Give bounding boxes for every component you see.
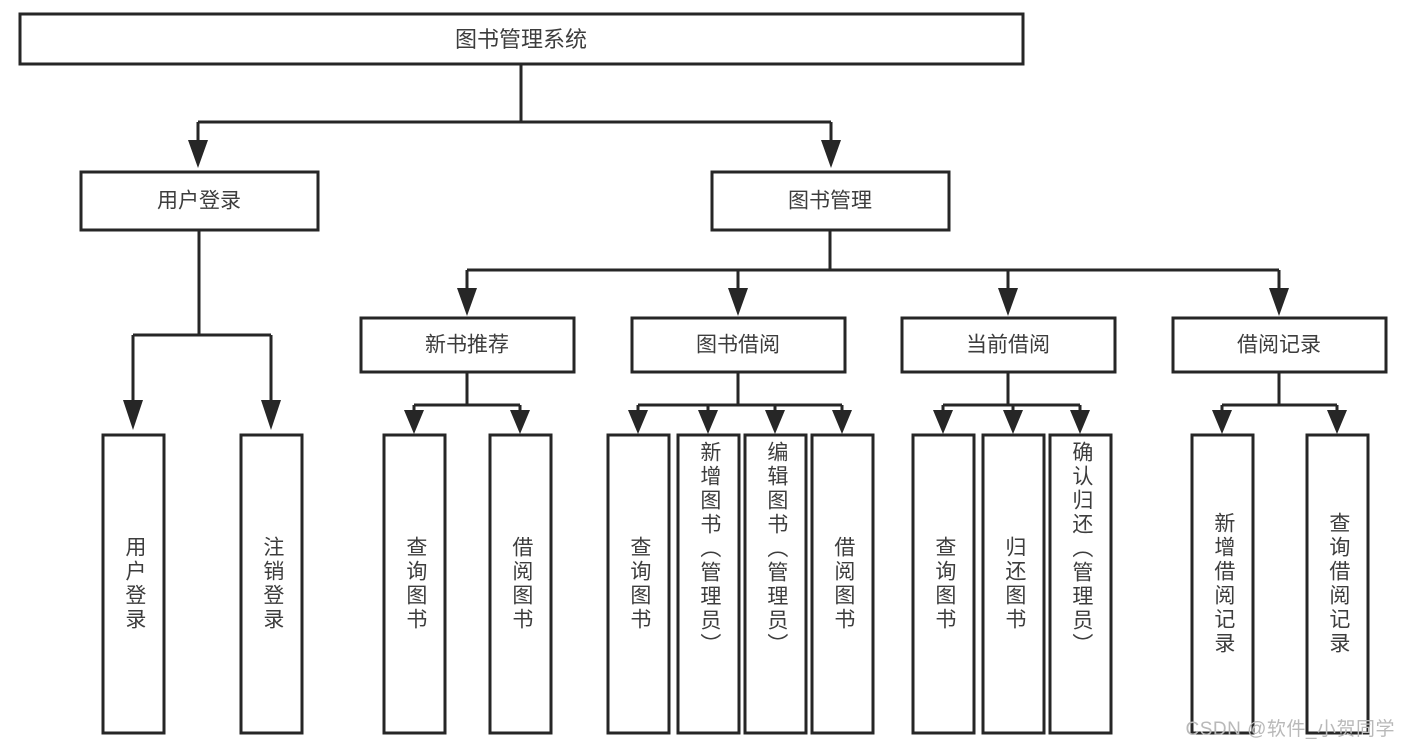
watermark-text: CSDN @软件_小贺同学 (1185, 719, 1395, 740)
node-current-borrow-label: 当前借阅 (966, 334, 1050, 357)
arrow-to-new-book-rec (457, 288, 477, 316)
node-new-book-recommend[interactable]: 新书推荐 (359, 316, 576, 374)
node-book-borrow-box (630, 316, 847, 374)
node-current-borrow-box (900, 316, 1117, 374)
node-root[interactable]: 图书管理系统 (18, 12, 1025, 66)
node-user-login-label: 用户登录 (157, 190, 241, 213)
arrow-cur-leaf3 (1070, 410, 1090, 434)
leaf-box-record-2[interactable] (1305, 433, 1370, 735)
arrow-login-leaf1 (123, 400, 143, 430)
leaf-box-recommend-2[interactable] (488, 433, 553, 735)
node-book-manage-box (710, 170, 951, 232)
arrow-rec-leaf2 (510, 410, 530, 434)
leaf-box-borrow-1[interactable] (606, 433, 671, 735)
node-new-book-recommend-label: 新书推荐 (425, 334, 509, 357)
arrow-cur-leaf2 (1003, 410, 1023, 434)
node-new-book-recommend-box (359, 316, 576, 374)
node-borrow-record-box (1171, 316, 1388, 374)
leaf-box-borrow-2[interactable] (676, 433, 741, 735)
node-borrow-record-label: 借阅记录 (1237, 334, 1321, 357)
leaf-box-borrow-4[interactable] (810, 433, 875, 735)
arrow-to-borrow-record (1269, 288, 1289, 316)
node-book-manage-label: 图书管理 (788, 190, 872, 213)
leaf-box-recommend-1[interactable] (382, 433, 447, 735)
node-book-manage[interactable]: 图书管理 (710, 170, 951, 232)
arrow-login-leaf2 (261, 400, 281, 430)
arrow-to-book-borrow (728, 288, 748, 316)
leaf-box-user-login-1[interactable] (101, 433, 166, 735)
leaf-box-user-login-2[interactable] (239, 433, 304, 735)
arrow-rec-leaf1 (404, 410, 424, 434)
node-book-borrow[interactable]: 图书借阅 (630, 316, 847, 374)
node-borrow-record[interactable]: 借阅记录 (1171, 316, 1388, 374)
leaf-box-current-3[interactable] (1048, 433, 1113, 735)
node-user-login[interactable]: 用户登录 (79, 170, 320, 232)
arrow-to-user-login (188, 140, 208, 168)
arrow-borrow-leaf3 (765, 410, 785, 434)
leaf-box-current-1[interactable] (911, 433, 976, 735)
arrow-borrow-leaf2 (698, 410, 718, 434)
node-book-borrow-label: 图书借阅 (696, 334, 780, 357)
leaf-box-current-2[interactable] (981, 433, 1046, 735)
leaf-box-borrow-3[interactable] (743, 433, 808, 735)
arrow-hist-leaf2 (1327, 410, 1347, 434)
arrow-cur-leaf1 (933, 410, 953, 434)
node-current-borrow[interactable]: 当前借阅 (900, 316, 1117, 374)
arrow-to-current-borrow (998, 288, 1018, 316)
arrow-borrow-leaf4 (832, 410, 852, 434)
node-root-box (18, 12, 1025, 66)
arrow-hist-leaf1 (1212, 410, 1232, 434)
leaf-box-record-1[interactable] (1190, 433, 1255, 735)
node-root-label: 图书管理系统 (455, 27, 587, 52)
arrow-borrow-leaf1 (628, 410, 648, 434)
arrow-to-book-manage (821, 140, 841, 168)
